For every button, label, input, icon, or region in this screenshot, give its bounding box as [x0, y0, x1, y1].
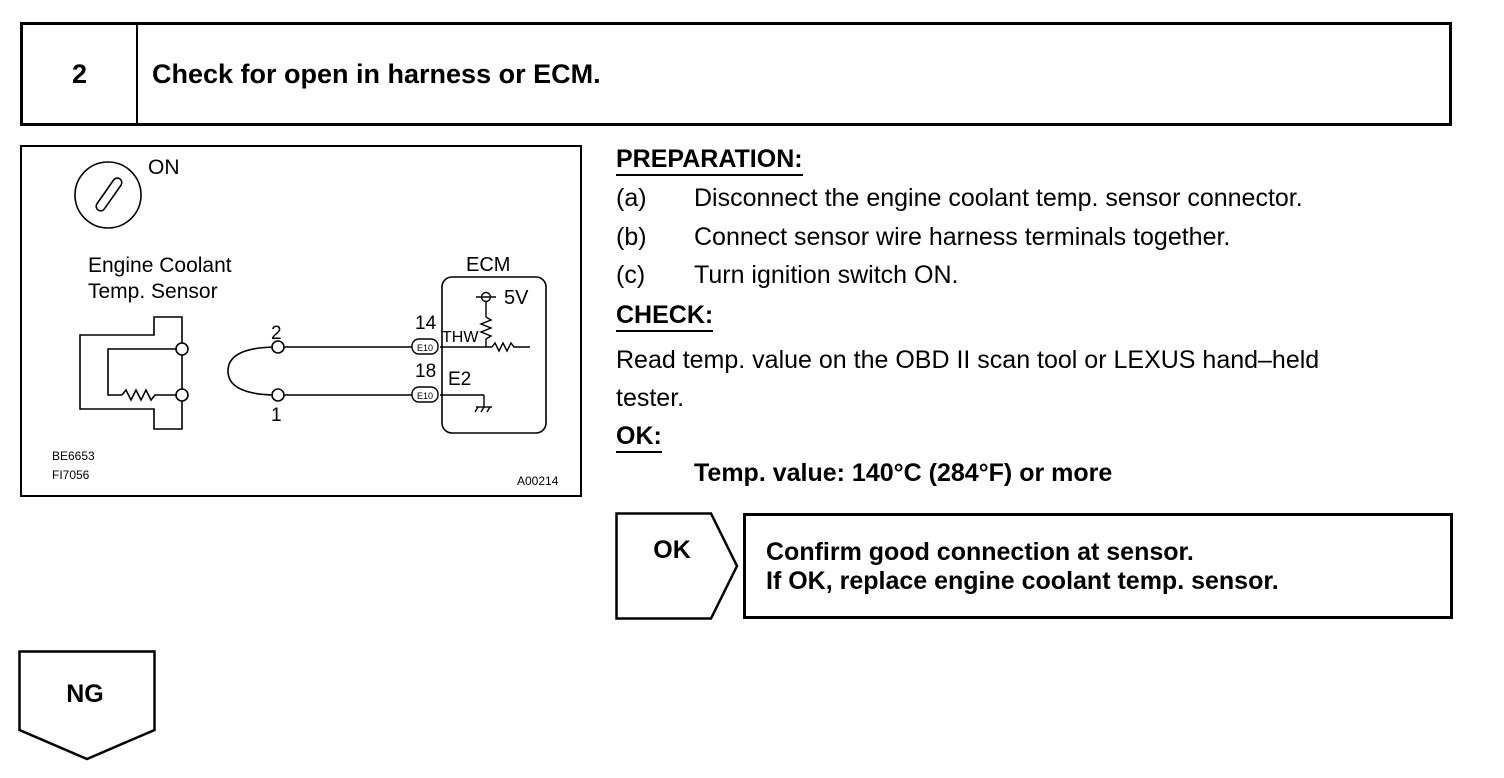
terminal-18: 18 [415, 361, 436, 382]
ignition-on-label: ON [148, 156, 180, 179]
preparation-list: (a) Disconnect the engine coolant temp. … [616, 183, 1303, 290]
ok-result-box: Confirm good connection at sensor. If OK… [743, 513, 1453, 619]
ng-branch-arrow: NG [18, 650, 156, 762]
wiring-diagram: ON Engine Coolant Temp. Sensor 2 1 ECM [20, 145, 582, 497]
check-line-1: Read temp. value on the OBD II scan tool… [616, 346, 1320, 374]
harness-pin-2: 2 [271, 323, 282, 344]
list-item: (b) Connect sensor wire harness terminal… [616, 222, 1303, 252]
wiring-diagram-svg: ON Engine Coolant Temp. Sensor 2 1 ECM [20, 145, 582, 497]
ok-branch-arrow: OK [615, 512, 741, 620]
item-label: (a) [616, 184, 647, 212]
ignition-key-icon [74, 161, 142, 229]
list-item: (c) Turn ignition switch ON. [616, 260, 1303, 290]
check-heading: CHECK: [616, 301, 714, 332]
ok-heading: OK: [616, 422, 662, 453]
harness-pin-1: 1 [271, 405, 282, 426]
supply-symbol [440, 291, 530, 353]
supply-voltage-label: 5V [504, 287, 529, 309]
connector-label-1: E10 [417, 343, 433, 353]
ok-arrow-shape: OK [615, 512, 739, 620]
ground-symbol [440, 394, 492, 413]
ok-result-line-2: If OK, replace engine coolant temp. sens… [766, 567, 1279, 595]
check-heading-text: CHECK: [616, 301, 714, 332]
connector-e10-thw [411, 338, 439, 355]
preparation-heading-text: PREPARATION: [616, 145, 803, 176]
sensor-label-line1: Engine Coolant [88, 254, 232, 277]
preparation-heading: PREPARATION: [616, 145, 803, 176]
connector-e10-e2 [411, 386, 439, 403]
ok-branch-label: OK [653, 536, 691, 564]
terminal-14: 14 [415, 313, 437, 334]
e2-label: E2 [448, 369, 471, 390]
thw-label: THW [442, 329, 479, 346]
ng-branch-label: NG [66, 680, 104, 708]
check-line-2: tester. [616, 384, 685, 412]
check-text: Read temp. value on the OBD II scan tool… [616, 341, 1319, 417]
step-header: 2 Check for open in harness or ECM. [20, 22, 1452, 126]
item-label: (b) [616, 223, 647, 251]
ecm-box [441, 276, 547, 434]
item-text: Turn ignition switch ON. [694, 261, 959, 289]
step-number: 2 [23, 25, 138, 123]
item-text: Disconnect the engine coolant temp. sens… [694, 184, 1303, 212]
item-label: (c) [616, 261, 646, 289]
coolant-sensor-symbol [79, 316, 189, 430]
ok-result-line-1: Confirm good connection at sensor. [766, 538, 1194, 566]
harness-jumper [227, 340, 416, 402]
figure-ref-3: A00214 [517, 474, 559, 488]
ok-heading-text: OK: [616, 422, 662, 453]
connector-label-2: E10 [417, 391, 433, 401]
item-text: Connect sensor wire harness terminals to… [694, 223, 1231, 251]
ng-arrow-shape: NG [18, 650, 156, 761]
sensor-label-line2: Temp. Sensor [88, 280, 218, 303]
step-title: Check for open in harness or ECM. [152, 58, 601, 89]
ecm-label: ECM [466, 254, 510, 276]
figure-ref-1: BE6653 [52, 449, 95, 463]
list-item: (a) Disconnect the engine coolant temp. … [616, 183, 1303, 213]
figure-ref-2: FI7056 [52, 468, 90, 482]
ok-spec-value: Temp. value: 140°C (284°F) or more [694, 459, 1113, 487]
